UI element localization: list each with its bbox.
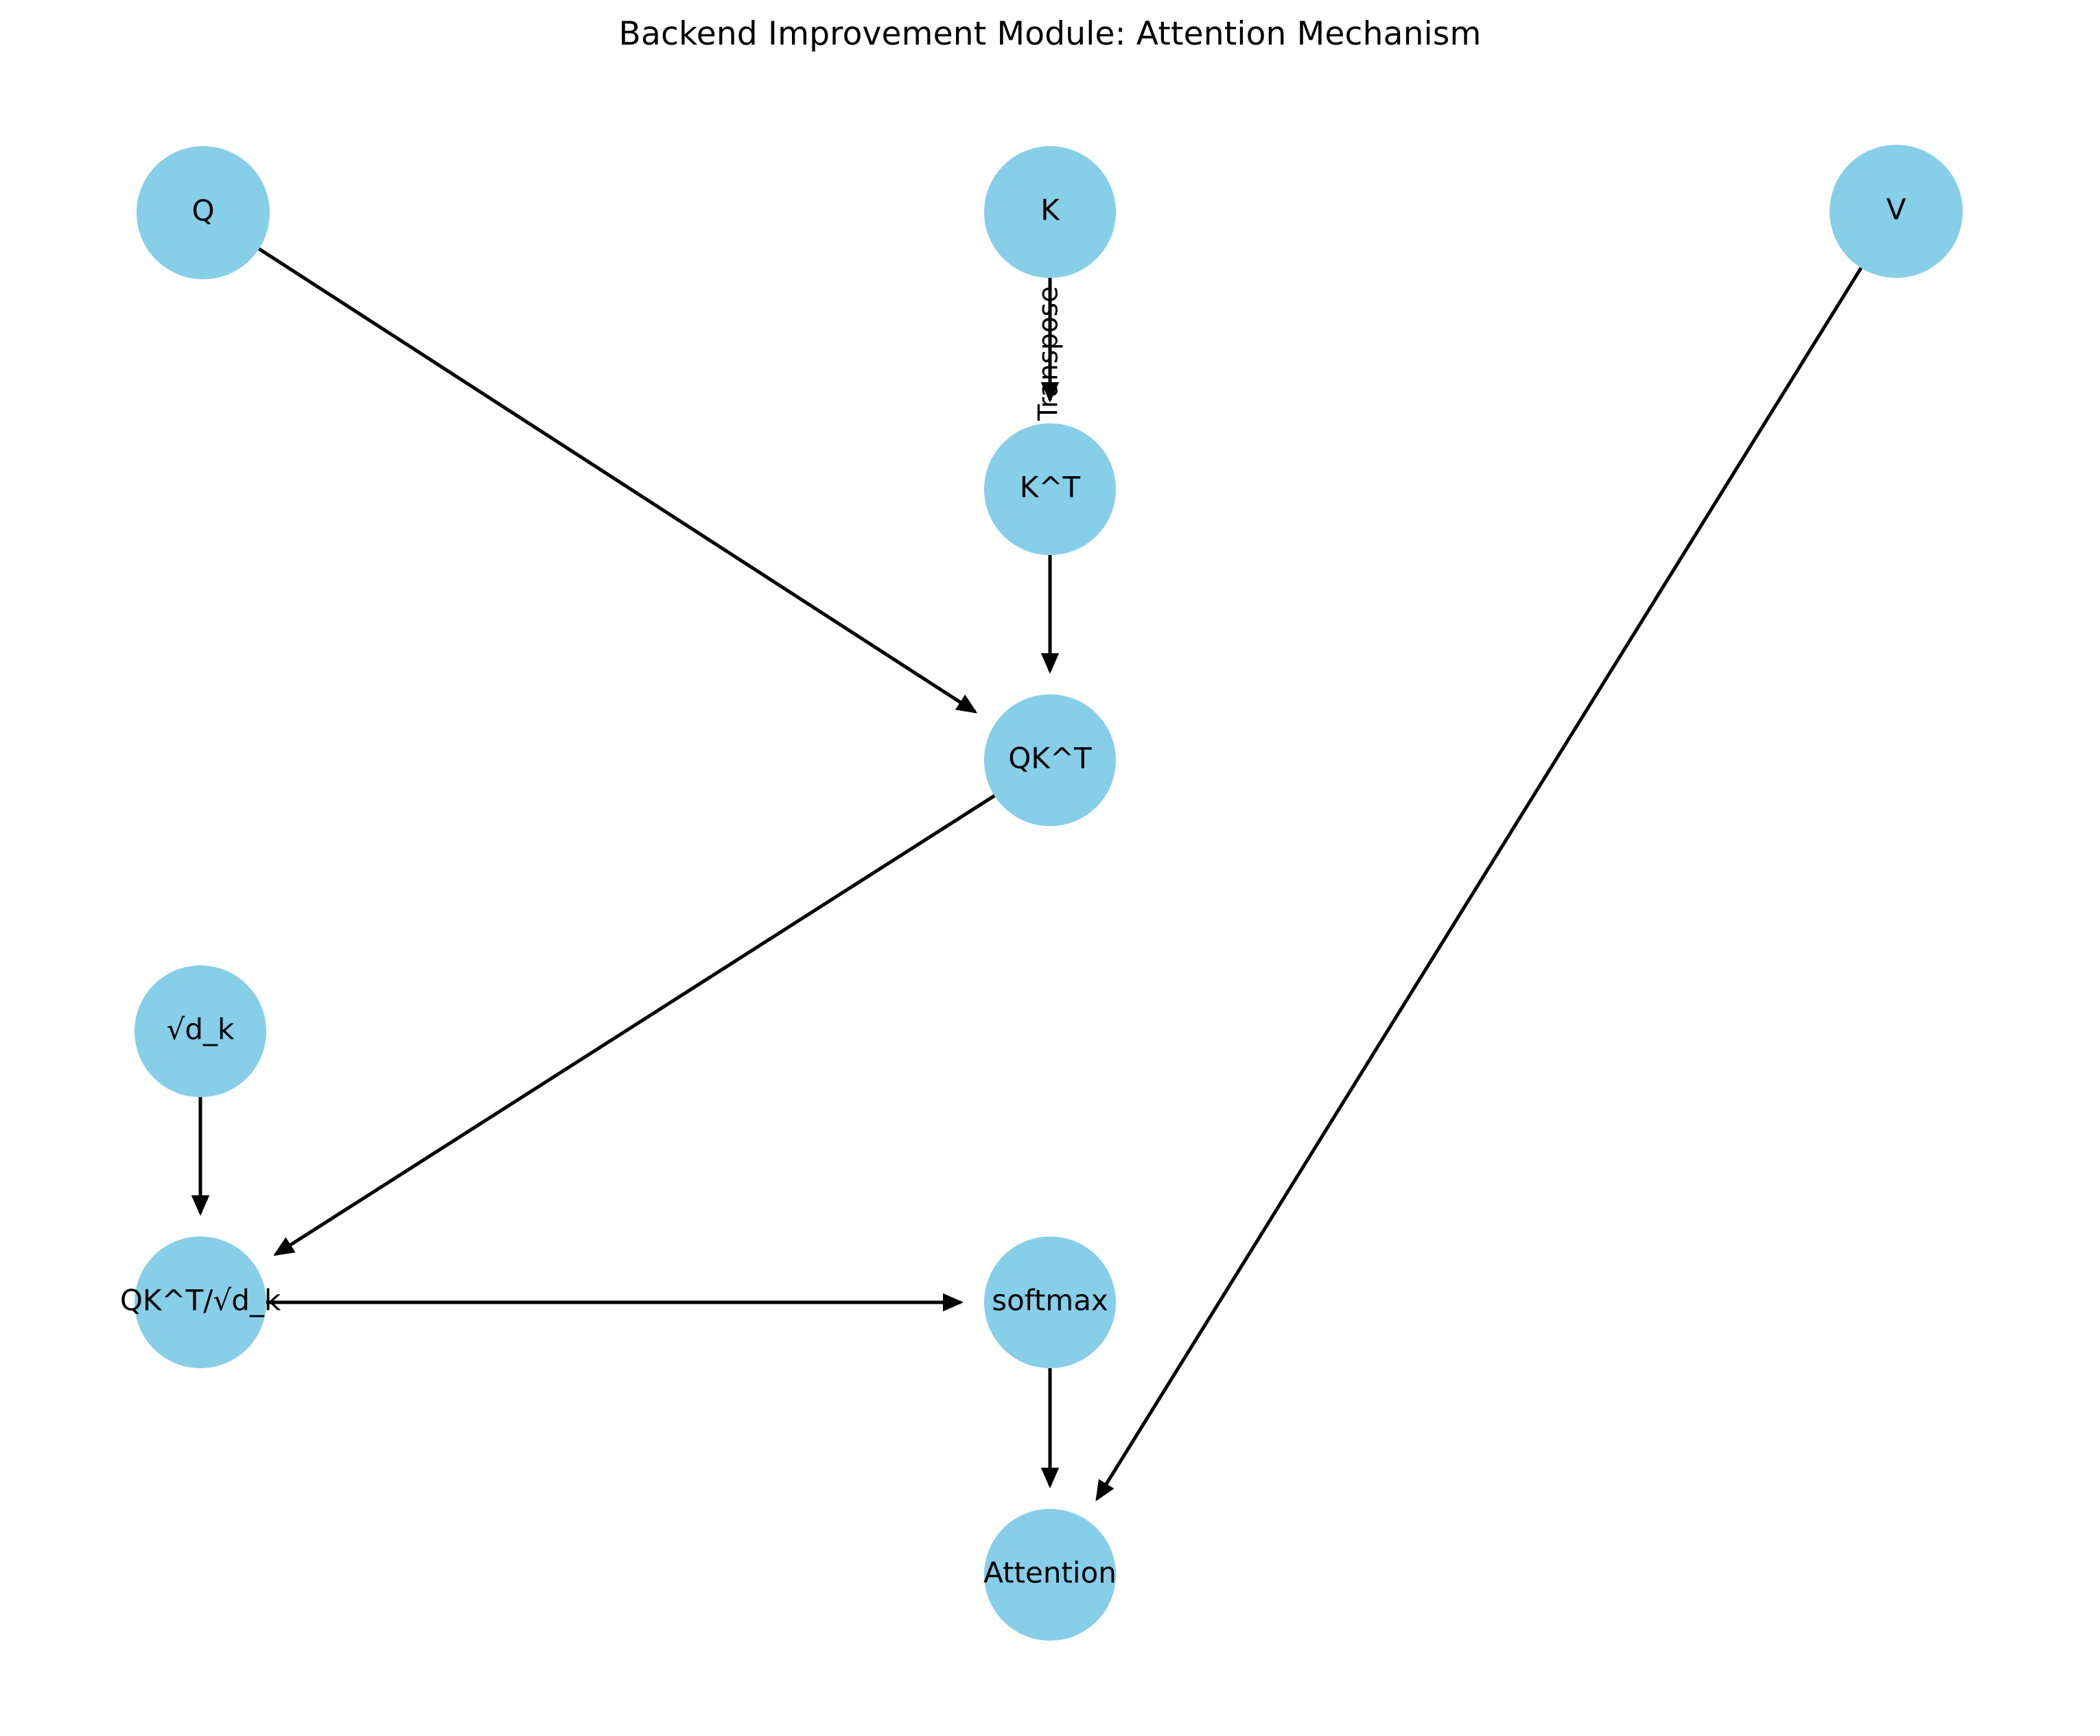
node-label-qkt_sqrtdk: QK^T/√d_k	[120, 1284, 281, 1317]
node-label-attention: Attention	[983, 1556, 1117, 1590]
graph-node-softmax[interactable]: softmax	[984, 1236, 1116, 1368]
edges-layer	[191, 247, 1863, 1501]
graph-node-kt[interactable]: K^T	[984, 423, 1116, 555]
edge-qkt-to-qkt_sqrtdk	[273, 794, 996, 1256]
node-label-kt: K^T	[1020, 471, 1081, 504]
graph-node-v[interactable]: V	[1830, 145, 1963, 278]
graph-node-qkt_sqrtdk[interactable]: QK^T/√d_k	[120, 1236, 281, 1368]
node-circle-v[interactable]	[1830, 145, 1963, 278]
node-label-qkt: QK^T	[1008, 742, 1092, 775]
node-circle-qkt[interactable]	[984, 694, 1116, 826]
node-circle-k[interactable]	[984, 146, 1116, 278]
node-circle-qkt_sqrtdk[interactable]	[135, 1236, 266, 1368]
graph-node-k[interactable]: K	[984, 146, 1116, 278]
page-title: Backend Improvement Module: Attention Me…	[618, 15, 1482, 53]
node-label-q: Q	[191, 194, 214, 228]
node-circle-attention[interactable]	[984, 1509, 1116, 1641]
node-label-v: V	[1887, 193, 1906, 226]
graph-node-attention[interactable]: Attention	[983, 1509, 1117, 1641]
node-label-softmax: softmax	[992, 1284, 1108, 1317]
node-circle-sqrtdk[interactable]	[135, 965, 266, 1097]
edge-v-to-attention	[1095, 267, 1863, 1501]
edge-label-transpose: Transpose	[1034, 286, 1064, 421]
node-circle-q[interactable]	[137, 146, 270, 279]
node-circle-softmax[interactable]	[984, 1236, 1116, 1368]
graph-node-q[interactable]: Q	[137, 146, 270, 279]
edge-q-to-qkt	[258, 247, 978, 714]
graph-node-qkt[interactable]: QK^T	[984, 694, 1116, 826]
node-circle-kt[interactable]	[984, 423, 1116, 555]
graph-node-sqrtdk[interactable]: √d_k	[135, 965, 266, 1097]
node-label-sqrtdk: √d_k	[167, 1013, 235, 1046]
edge-labels-layer: Transpose	[1034, 286, 1064, 421]
node-label-k: K	[1040, 193, 1060, 227]
